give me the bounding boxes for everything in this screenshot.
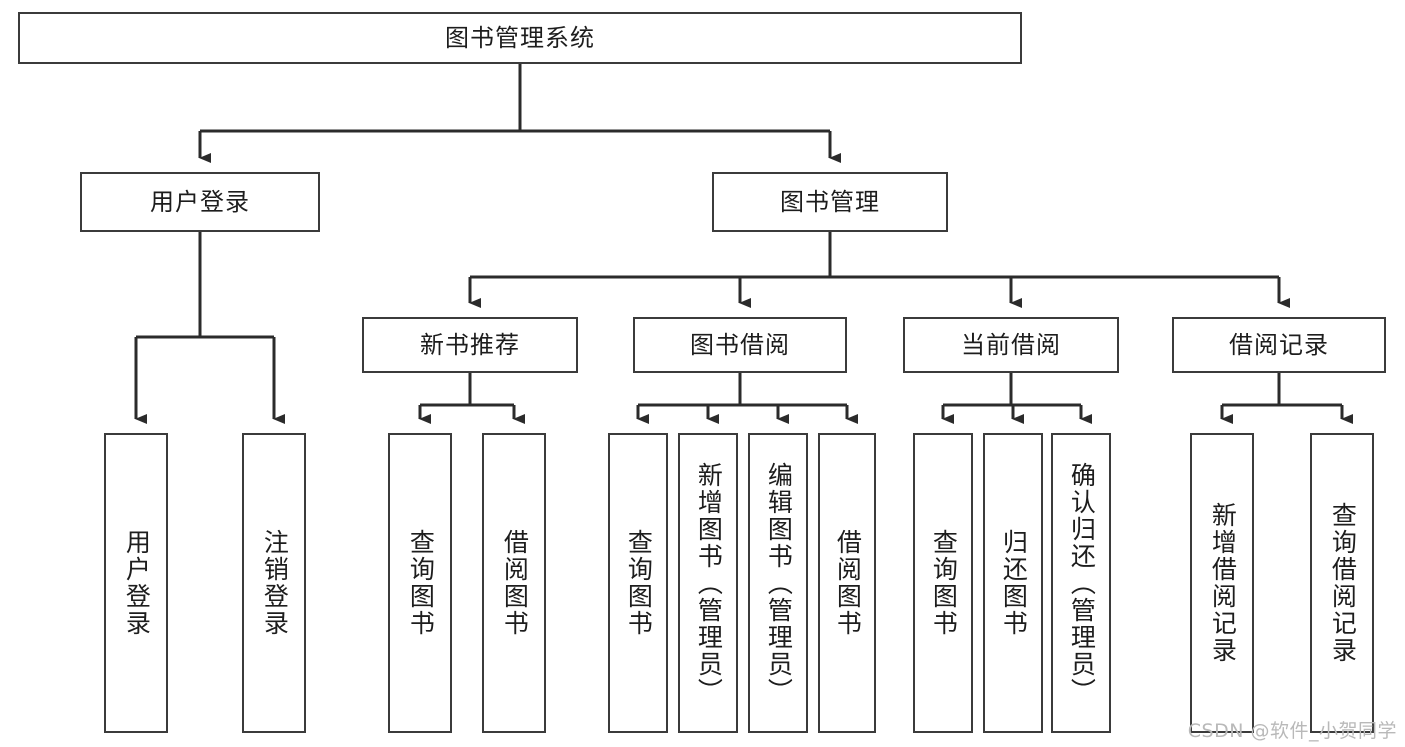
node-book-borrow-label: 图书借阅 <box>690 330 790 359</box>
leaf-query-book-3-label: 查询图书 <box>929 529 959 637</box>
node-root[interactable]: 图书管理系统 <box>18 12 1022 64</box>
node-user-login[interactable]: 用户登录 <box>80 172 320 232</box>
leaf-query-book-2[interactable]: 查询图书 <box>608 433 668 733</box>
leaf-confirm-return[interactable]: 确认归还（管理员） <box>1051 433 1111 733</box>
leaf-return-book-label: 归还图书 <box>999 529 1029 637</box>
leaf-borrow-book-2-label: 借阅图书 <box>833 529 863 637</box>
leaf-add-book[interactable]: 新增图书（管理员） <box>678 433 738 733</box>
leaf-query-book-1[interactable]: 查询图书 <box>388 433 452 733</box>
leaf-edit-book-label: 编辑图书（管理员） <box>764 461 794 705</box>
leaf-user-login[interactable]: 用户登录 <box>104 433 168 733</box>
node-borrow-record-label: 借阅记录 <box>1229 330 1329 359</box>
node-borrow-record[interactable]: 借阅记录 <box>1172 317 1386 373</box>
leaf-user-login-label: 用户登录 <box>122 529 152 637</box>
node-new-book-rec-label: 新书推荐 <box>420 330 520 359</box>
leaf-logout-label: 注销登录 <box>260 529 290 637</box>
leaf-query-book-1-label: 查询图书 <box>406 529 436 637</box>
watermark: CSDN @软件_小贺同学 <box>1187 720 1397 742</box>
leaf-add-record-label: 新增借阅记录 <box>1208 502 1238 664</box>
leaf-return-book[interactable]: 归还图书 <box>983 433 1043 733</box>
leaf-logout[interactable]: 注销登录 <box>242 433 306 733</box>
node-current-borrow-label: 当前借阅 <box>961 330 1061 359</box>
leaf-edit-book[interactable]: 编辑图书（管理员） <box>748 433 808 733</box>
leaf-query-record-label: 查询借阅记录 <box>1328 502 1358 664</box>
node-user-login-label: 用户登录 <box>150 187 250 216</box>
node-book-manage-label: 图书管理 <box>780 187 880 216</box>
leaf-borrow-book-1-label: 借阅图书 <box>500 529 530 637</box>
leaf-query-book-2-label: 查询图书 <box>624 529 654 637</box>
leaf-query-record[interactable]: 查询借阅记录 <box>1310 433 1374 733</box>
node-book-manage[interactable]: 图书管理 <box>712 172 948 232</box>
leaf-borrow-book-1[interactable]: 借阅图书 <box>482 433 546 733</box>
leaf-add-book-label: 新增图书（管理员） <box>694 461 724 705</box>
leaf-add-record[interactable]: 新增借阅记录 <box>1190 433 1254 733</box>
node-current-borrow[interactable]: 当前借阅 <box>903 317 1119 373</box>
leaf-query-book-3[interactable]: 查询图书 <box>913 433 973 733</box>
leaf-confirm-return-label: 确认归还（管理员） <box>1067 461 1097 705</box>
node-book-borrow[interactable]: 图书借阅 <box>633 317 847 373</box>
leaf-borrow-book-2[interactable]: 借阅图书 <box>818 433 876 733</box>
node-new-book-rec[interactable]: 新书推荐 <box>362 317 578 373</box>
node-root-label: 图书管理系统 <box>445 23 595 52</box>
